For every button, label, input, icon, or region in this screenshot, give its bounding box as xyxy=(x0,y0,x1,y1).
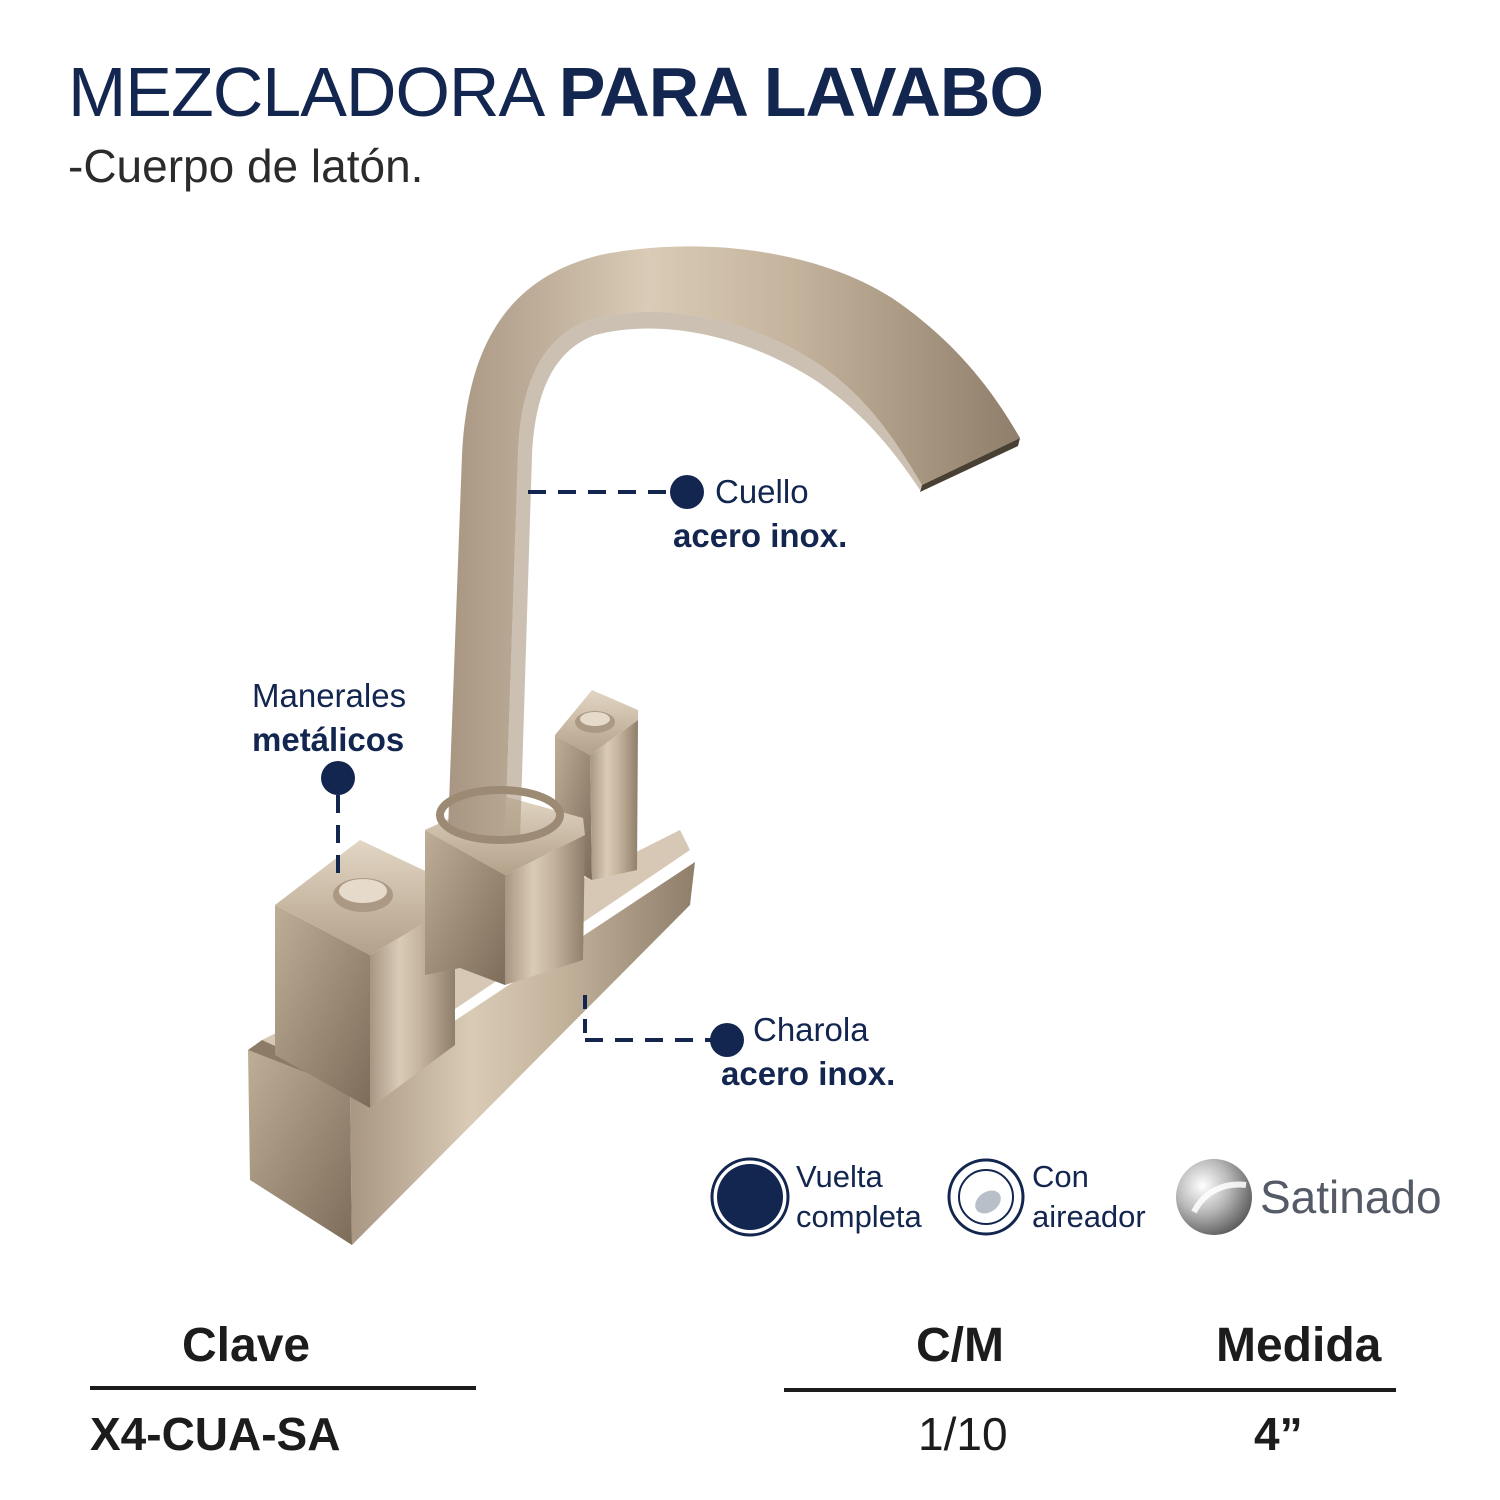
callout-leaders xyxy=(321,475,744,1057)
callout-handles: Manerales metálicos xyxy=(252,674,406,762)
value-cm: 1/10 xyxy=(918,1408,1008,1460)
table-rule-right xyxy=(784,1388,1396,1392)
callout-handles-material: metálicos xyxy=(252,721,405,758)
title-light: MEZCLADORA xyxy=(68,53,541,131)
title-bold: PARA LAVABO xyxy=(558,53,1044,131)
feature-satin-label: Satinado xyxy=(1260,1171,1442,1223)
callout-tray-label: Charola xyxy=(753,1011,869,1048)
callout-neck-label: Cuello xyxy=(715,473,809,510)
callout-tray-material: acero inox. xyxy=(721,1055,896,1092)
header-cm: C/M xyxy=(916,1319,1004,1372)
header-medida: Medida xyxy=(1216,1319,1382,1372)
full-turn-icon xyxy=(710,1157,790,1237)
feature-full-turn: Vuelta completa xyxy=(710,1152,922,1242)
left-handle xyxy=(275,840,455,1108)
callout-neck-material: acero inox. xyxy=(673,517,848,554)
feature-full-turn-line1: Vuelta xyxy=(796,1159,883,1194)
table-rule-left xyxy=(90,1386,476,1390)
aerator-icon xyxy=(947,1158,1025,1236)
feature-aerator-line1: Con xyxy=(1032,1159,1089,1194)
satin-finish-icon xyxy=(1176,1159,1252,1235)
value-clave: X4-CUA-SA xyxy=(90,1408,341,1460)
callout-handles-label: Manerales xyxy=(252,677,407,714)
callout-tray: Charola acero inox. xyxy=(721,1008,895,1096)
value-medida: 4” xyxy=(1254,1408,1303,1460)
feature-aerator-line2: aireador xyxy=(1032,1199,1146,1234)
header-clave: Clave xyxy=(182,1319,311,1372)
feature-aerator: Con aireador xyxy=(946,1152,1146,1242)
faucet-neck xyxy=(436,246,1020,844)
product-subtitle: -Cuerpo de latón. xyxy=(68,140,424,192)
feature-full-turn-line2: completa xyxy=(796,1199,922,1234)
callout-neck: Cuello acero inox. xyxy=(673,470,847,558)
product-title: MEZCLADORA PARA LAVABO xyxy=(68,52,1044,132)
feature-satin: Satinado xyxy=(1174,1152,1442,1242)
